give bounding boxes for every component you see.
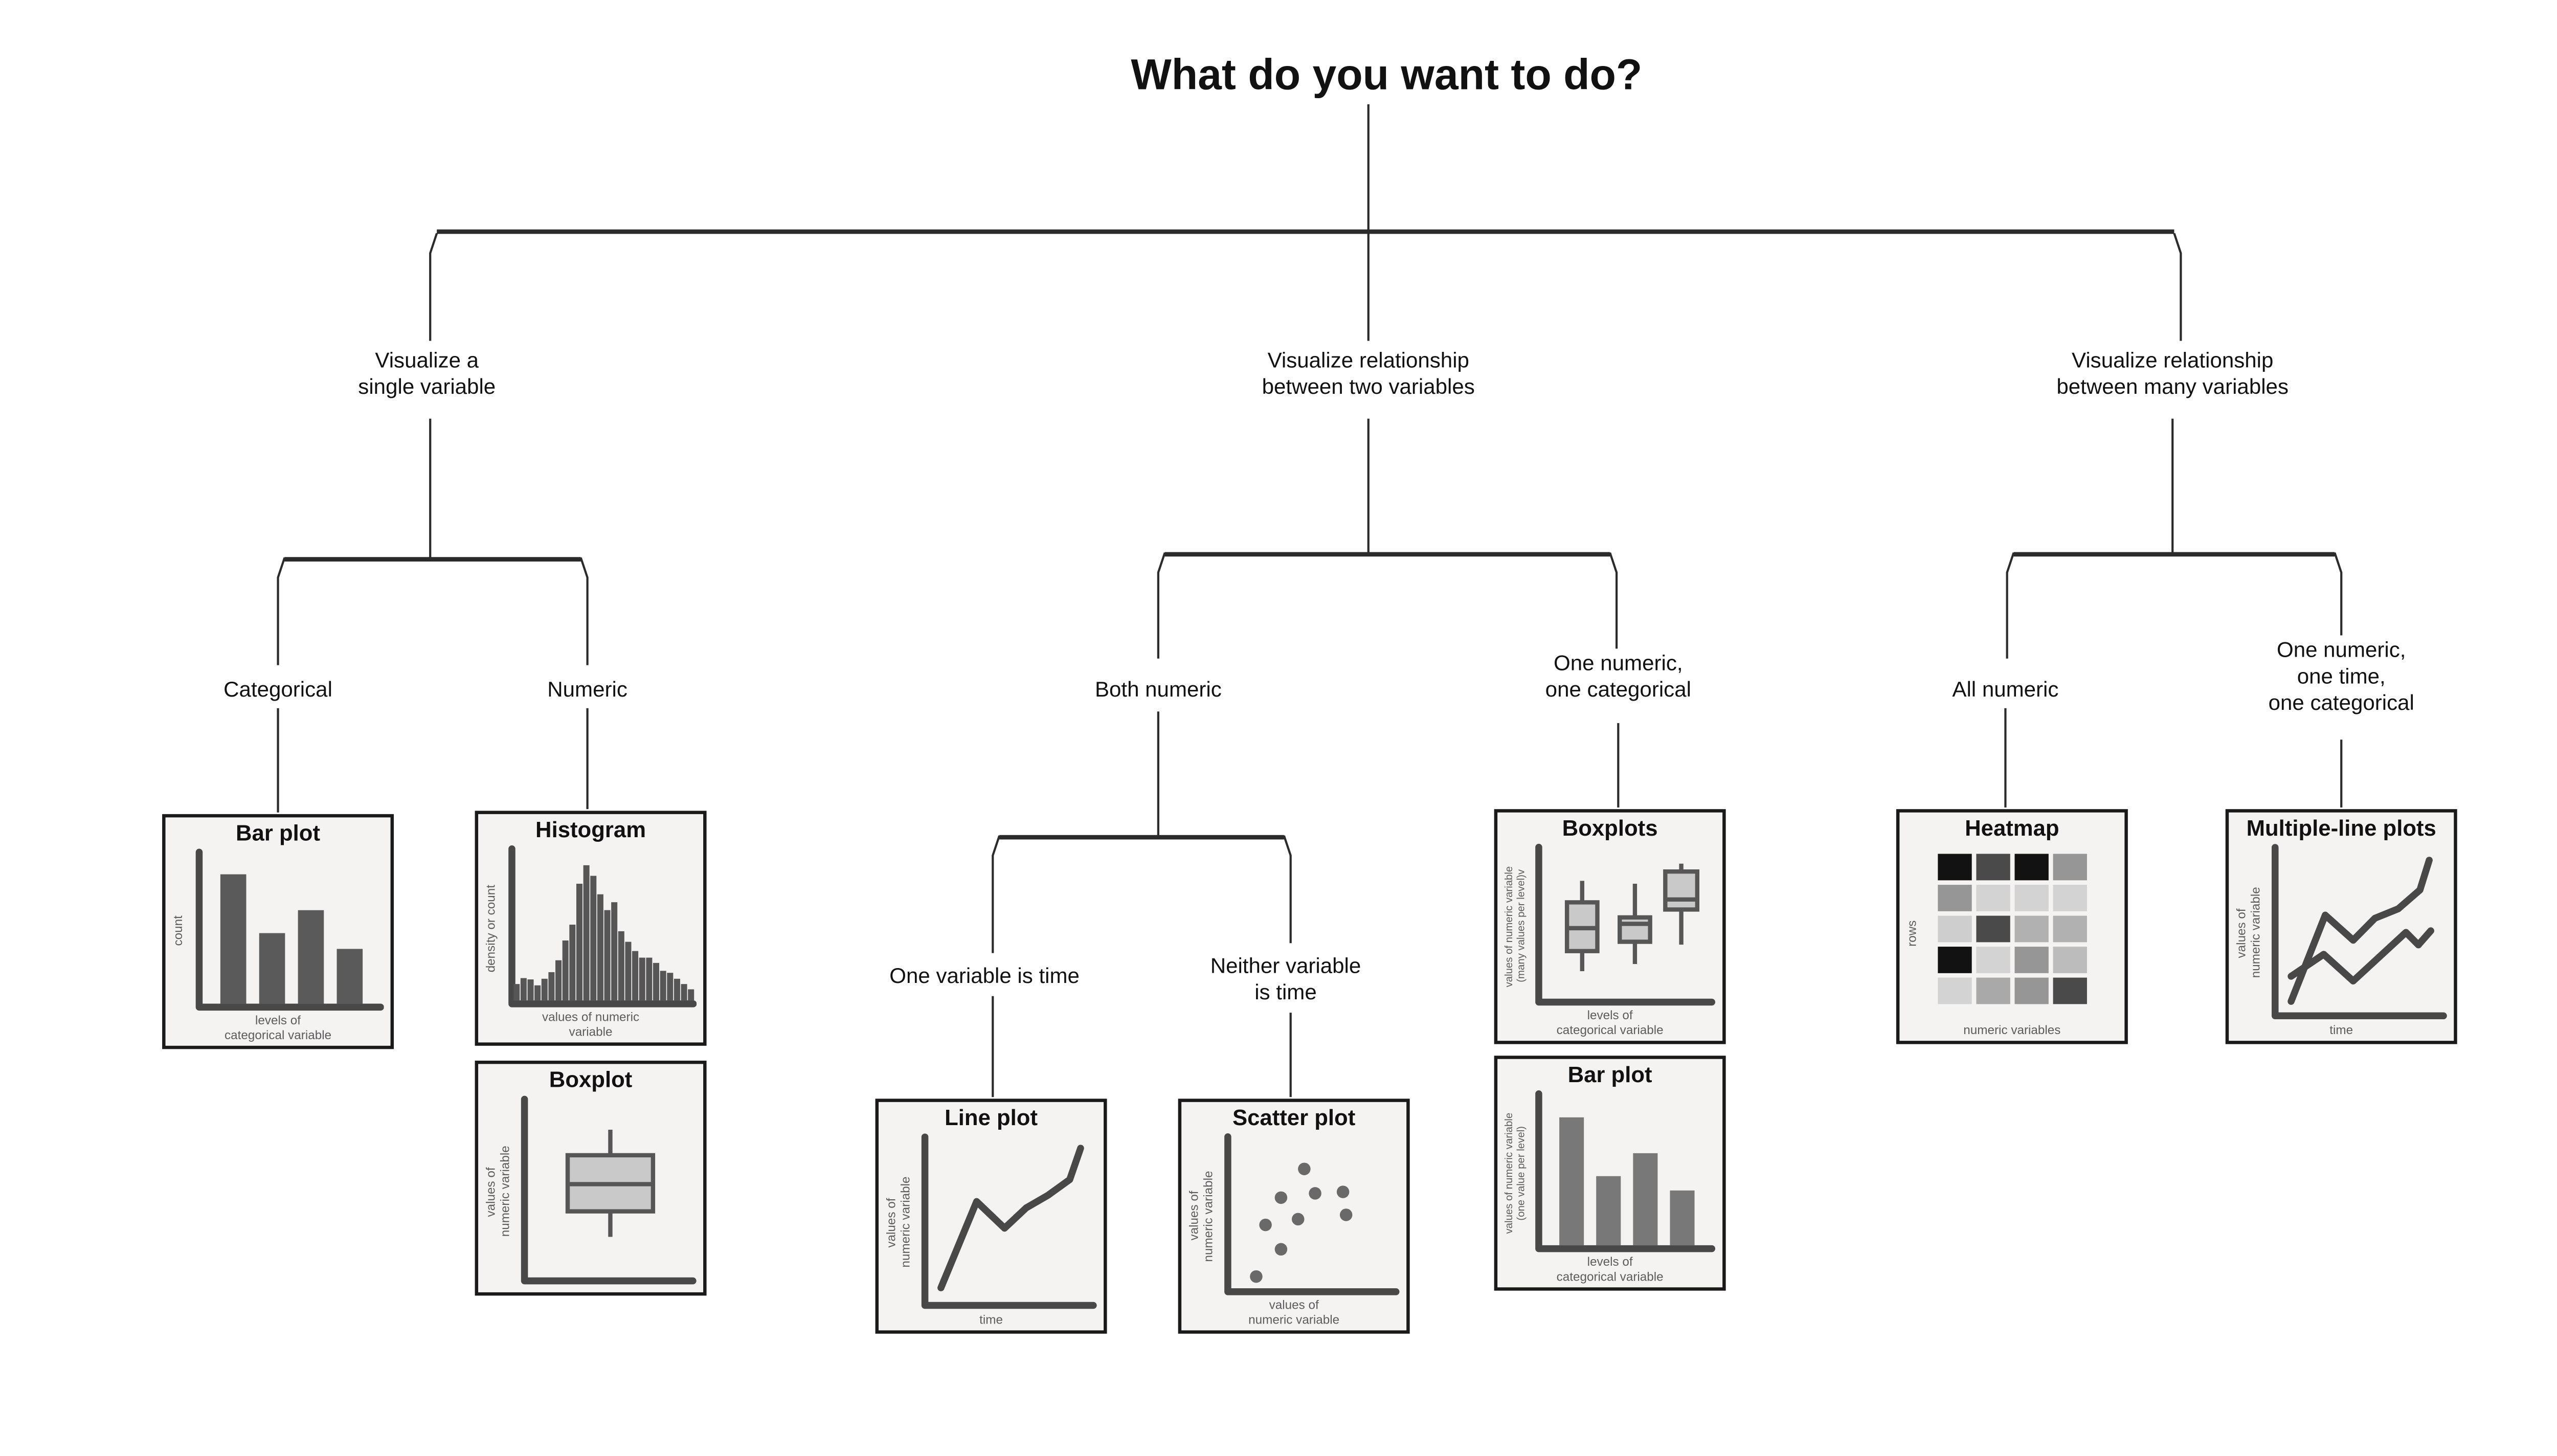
x-axis-label: levels of categorical variable xyxy=(1556,1008,1664,1037)
y-axis-label: values of numeric variable xyxy=(1186,1170,1216,1261)
chart-title: Boxplots xyxy=(1562,816,1658,841)
scatter-plot-card: Scatter plot values of numeric variable … xyxy=(1178,1099,1410,1334)
multi-line-chart-figure xyxy=(2272,843,2448,1019)
histogram-figure xyxy=(507,844,697,1007)
x-axis-label: time xyxy=(2329,1022,2353,1037)
boxplot-card: Boxplot values of numeric variable xyxy=(475,1060,707,1296)
node-one-numeric-time-categorical: One numeric, one time, one categorical xyxy=(2268,637,2414,714)
x-axis-label: values of numeric variable xyxy=(1248,1297,1340,1327)
node-single-variable: Visualize a single variable xyxy=(358,347,496,399)
node-all-numeric: All numeric xyxy=(1952,677,2059,702)
node-categorical: Categorical xyxy=(223,677,332,702)
y-axis-label: values of numeric variable (one value pe… xyxy=(1504,1111,1528,1233)
x-axis-label: levels of categorical variable xyxy=(225,1013,332,1042)
node-both-numeric: Both numeric xyxy=(1094,677,1222,702)
y-axis-label: values of numeric variable xyxy=(2233,887,2263,978)
node-one-numeric-one-categorical: One numeric, one categorical xyxy=(1545,650,1691,702)
x-axis-label: time xyxy=(979,1311,1003,1327)
node-numeric: Numeric xyxy=(547,677,627,702)
boxplots-figure xyxy=(1536,843,1716,1005)
chart-title: Histogram xyxy=(535,817,646,842)
node-many-variables: Visualize relationship between many vari… xyxy=(2056,347,2289,399)
node-neither-variable-is-time: Neither variable is time xyxy=(1210,953,1361,1004)
x-axis-label: values of numeric variable xyxy=(542,1010,640,1039)
y-axis-label: values of numeric variable xyxy=(883,1176,913,1268)
node-two-variables: Visualize relationship between two varia… xyxy=(1262,347,1475,399)
heatmap-figure xyxy=(1937,853,2087,1004)
bar-chart-figure xyxy=(1536,1089,1716,1252)
y-axis-label: rows xyxy=(1904,919,1920,946)
multiple-line-plots-card: Multiple-line plots values of numeric va… xyxy=(2225,809,2457,1044)
chart-title: Bar plot xyxy=(1567,1062,1652,1087)
heatmap-card: Heatmap rows numeric variables xyxy=(1896,809,2128,1044)
x-axis-label: levels of categorical variable xyxy=(1556,1255,1664,1284)
histogram-card: Histogram density or count values of num… xyxy=(475,811,707,1046)
chart-title: Scatter plot xyxy=(1232,1105,1356,1130)
chart-title: Multiple-line plots xyxy=(2246,816,2436,841)
y-axis-label: density or count xyxy=(483,883,498,971)
line-chart-figure xyxy=(922,1133,1097,1308)
x-axis-label: numeric variables xyxy=(1963,1022,2061,1037)
bar-plot-levels-card: Bar plot values of numeric variable (one… xyxy=(1494,1056,1726,1291)
bar-plot-card: Bar plot count levels of categorical var… xyxy=(162,814,394,1049)
root-question: What do you want to do? xyxy=(1131,50,1643,100)
chart-title: Heatmap xyxy=(1965,816,2059,841)
line-plot-card: Line plot values of numeric variable tim… xyxy=(875,1099,1107,1334)
chart-title: Boxplot xyxy=(549,1067,633,1092)
boxplot-figure xyxy=(521,1095,697,1284)
bar-chart-figure xyxy=(195,848,384,1010)
y-axis-label: values of numeric variable (many values … xyxy=(1504,865,1528,987)
chart-title: Line plot xyxy=(945,1105,1038,1130)
scatter-chart-figure xyxy=(1224,1132,1400,1295)
y-axis-label: count xyxy=(170,915,186,946)
boxplots-card: Boxplots values of numeric variable (man… xyxy=(1494,809,1726,1044)
node-one-variable-is-time: One variable is time xyxy=(889,963,1080,988)
y-axis-label: values of numeric variable xyxy=(483,1145,512,1237)
chart-title: Bar plot xyxy=(236,820,321,846)
